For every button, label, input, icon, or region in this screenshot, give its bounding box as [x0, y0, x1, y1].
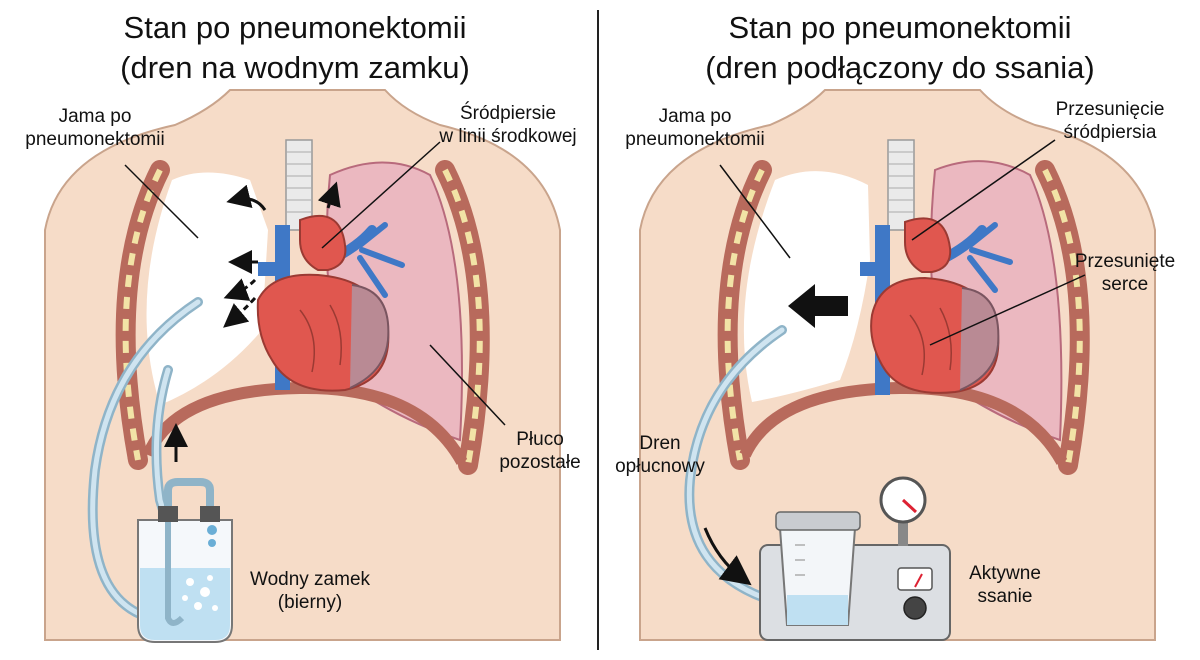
label-line: opłucnowy [615, 456, 705, 477]
left-panel-title: Stan po pneumonektomii (dren na wodnym z… [0, 8, 590, 88]
label-line: pneumonektomii [25, 129, 165, 150]
label-line: śródpiersia [1063, 122, 1157, 143]
right-shift-arrow-icon [788, 284, 848, 328]
label-line: Przesunięte [1074, 251, 1176, 272]
label-line: w linii środkowej [439, 126, 577, 147]
left-title-line1: Stan po pneumonektomii [123, 10, 467, 45]
right-shifted-heart [870, 217, 1000, 394]
left-air-flow-arrows [164, 181, 341, 462]
left-pneumonectomy-cavity [146, 172, 268, 405]
right-chest-wall-left [1035, 160, 1090, 475]
label-line: pozostałe [499, 452, 581, 473]
left-lung-label: Płuco pozostałe [490, 428, 590, 474]
left-diaphragm [142, 381, 468, 465]
water-seal-bottle [137, 478, 233, 643]
label-line: Jama po [658, 106, 732, 127]
chest-drain-label: Dren opłucnowy [600, 432, 720, 478]
label-line: Przesunięcie [1055, 99, 1165, 120]
label-line: ssanie [977, 586, 1033, 607]
label-line: (bierny) [277, 592, 343, 613]
right-title-line1: Stan po pneumonektomii [728, 10, 1072, 45]
label-line: serce [1101, 274, 1149, 295]
right-trachea [887, 139, 915, 231]
label-line: Jama po [58, 106, 132, 127]
label-line: pneumonektomii [625, 129, 765, 150]
right-diaphragm [739, 381, 1068, 465]
label-line: Wodny zamek [249, 569, 371, 590]
right-chest-tube [684, 325, 787, 605]
active-suction-label: Aktywne ssanie [950, 562, 1060, 608]
left-chest-wall-right [115, 160, 170, 470]
right-pneumonectomy-cavity [743, 171, 870, 402]
right-cavity-label: Jama po pneumonektomii [610, 105, 780, 151]
right-leader-lines [719, 139, 1086, 346]
right-title-line2: (dren podłączony do ssania) [705, 50, 1095, 85]
left-chest-tube [87, 297, 203, 620]
heart-shift-label: Przesunięte serce [1060, 250, 1190, 296]
left-title-line2: (dren na wodnym zamku) [120, 50, 470, 85]
suction-unit [759, 476, 951, 641]
right-panel-title: Stan po pneumonektomii (dren podłączony … [605, 8, 1195, 88]
left-cavity-label: Jama po pneumonektomii [10, 105, 180, 151]
label-line: Aktywne [969, 563, 1041, 584]
left-chest-wall-left [435, 160, 490, 475]
mediastinal-shift-label: Przesunięcie śródpiersia [1040, 98, 1180, 144]
label-line: Śródpiersie [459, 103, 557, 124]
left-trachea [285, 139, 313, 231]
left-heart [256, 215, 390, 392]
water-seal-label: Wodny zamek (bierny) [240, 568, 380, 614]
left-leader-lines [124, 141, 506, 426]
label-line: Dren [639, 433, 681, 454]
right-chest-wall-right [717, 160, 772, 470]
label-line: Płuco [516, 429, 564, 450]
left-mediastinum-label: Śródpiersie w linii środkowej [418, 102, 598, 148]
